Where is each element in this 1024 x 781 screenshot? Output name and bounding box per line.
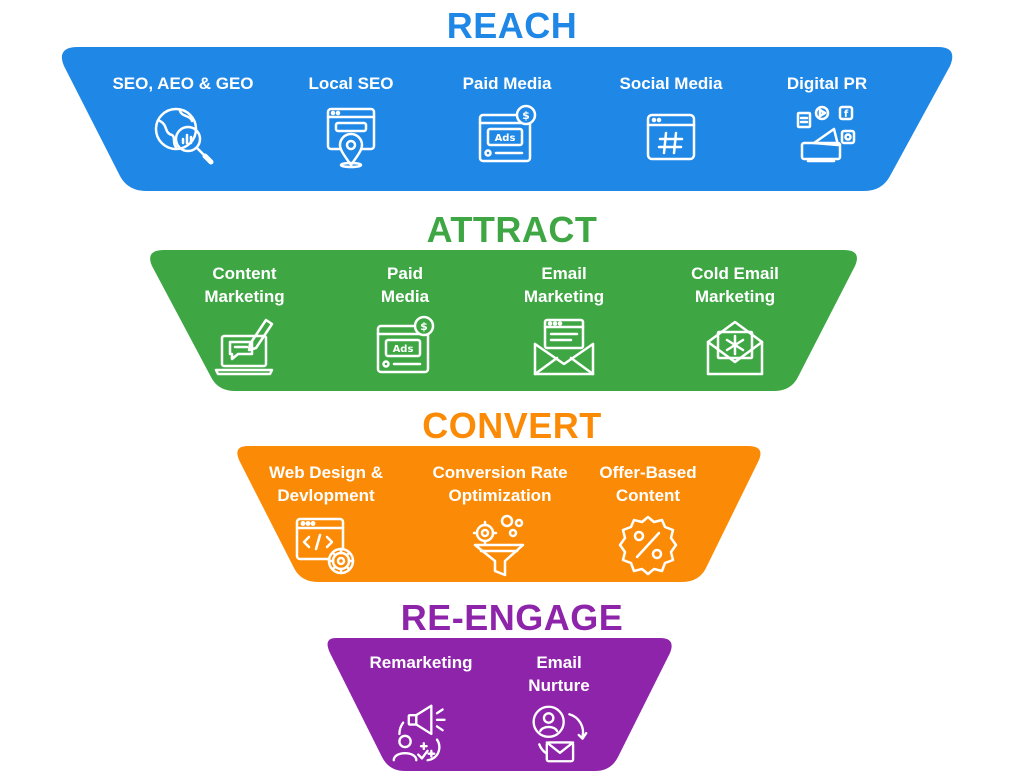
percent-badge-icon xyxy=(615,513,681,579)
reach-item-paid-media: Paid Media Ads $ xyxy=(422,72,592,169)
item-label: Paid Media xyxy=(462,74,552,93)
megaphone-media-icon: f xyxy=(794,103,860,169)
ads-dollar-icon: Ads $ xyxy=(372,314,438,380)
stage-title-convert: CONVERT xyxy=(422,405,602,446)
megaphone-person-icon xyxy=(390,702,452,764)
stage-title-reengage: RE-ENGAGE xyxy=(400,597,624,638)
attract-item-content-marketing: Content Marketing xyxy=(162,262,327,380)
stage-title-attract: ATTRACT xyxy=(426,209,598,250)
attract-item-paid-media: Paid Media Ads $ xyxy=(330,262,480,380)
item-label: SEO, AEO & GEO xyxy=(112,74,254,93)
item-label: Cold Email Marketing xyxy=(691,264,779,306)
person-email-cycle-icon xyxy=(528,703,590,765)
attract-item-cold-email-marketing: Cold Email Marketing xyxy=(650,262,820,380)
svg-text:Ads: Ads xyxy=(495,133,516,144)
convert-item-cro: Conversion Rate Optimization xyxy=(410,461,590,579)
reengage-band xyxy=(327,638,672,771)
svg-text:f: f xyxy=(844,109,849,120)
envelope-snowflake-icon xyxy=(702,314,768,380)
svg-text:$: $ xyxy=(522,109,530,122)
envelope-browser-icon xyxy=(531,314,597,380)
item-label: Offer-Based Content xyxy=(599,463,697,505)
item-label: Digital PR xyxy=(786,74,868,93)
item-label: Conversion Rate Optimization xyxy=(432,463,568,505)
laptop-pen-icon xyxy=(212,314,278,380)
ads-dollar-icon: Ads $ xyxy=(474,103,540,169)
reach-band xyxy=(61,47,953,191)
item-label: Content Marketing xyxy=(204,264,285,306)
attract-item-email-marketing: Email Marketing xyxy=(484,262,644,380)
reach-item-local-seo: Local SEO xyxy=(266,72,436,169)
item-label: Social Media xyxy=(619,74,723,93)
item-label: Email Nurture xyxy=(528,653,590,695)
item-label: Local SEO xyxy=(308,74,394,93)
globe-magnifier-icon xyxy=(150,103,216,169)
stage-title-reach: REACH xyxy=(446,5,578,46)
reach-item-seo: SEO, AEO & GEO xyxy=(98,72,268,169)
item-label: Paid Media xyxy=(380,264,430,306)
reach-item-social-media: Social Media xyxy=(586,72,756,169)
map-pin-browser-icon xyxy=(318,103,384,169)
reengage-item-email-nurture: Email Nurture xyxy=(484,651,634,765)
reach-item-digital-pr: Digital PR f xyxy=(742,72,912,169)
reengage-item-remarketing: Remarketing xyxy=(346,651,496,764)
hashtag-window-icon xyxy=(638,103,704,169)
convert-item-offer-content: Offer-Based Content xyxy=(568,461,728,579)
convert-band xyxy=(237,446,761,582)
funnel-gear-icon xyxy=(467,513,533,579)
svg-text:Ads: Ads xyxy=(393,344,414,355)
convert-item-web-design: Web Design & Devlopment xyxy=(240,461,412,579)
item-label: Email Marketing xyxy=(523,264,605,306)
svg-text:$: $ xyxy=(420,320,428,333)
attract-band xyxy=(150,250,857,391)
item-label: Remarketing xyxy=(369,653,473,672)
code-window-gear-icon xyxy=(293,513,359,579)
item-label: Web Design & Devlopment xyxy=(269,463,383,505)
